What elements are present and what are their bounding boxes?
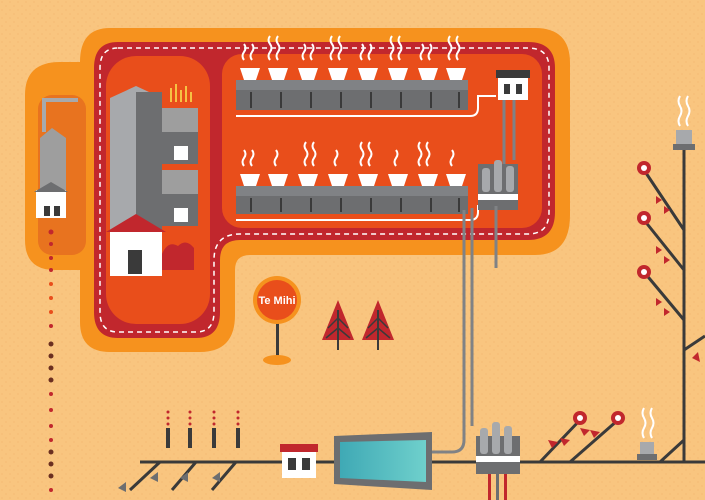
separator-station <box>478 160 518 210</box>
storage-building <box>34 98 78 218</box>
well-cluster-bottom-left <box>166 428 240 448</box>
cooling-tower-row-bottom <box>236 174 486 221</box>
pipeline <box>432 100 516 454</box>
separator-station-bottom <box>476 422 520 500</box>
steam-plume-icon <box>241 35 461 61</box>
house-icon <box>280 444 318 478</box>
steam-plume-icon <box>166 410 240 426</box>
pine-tree-icon <box>362 300 394 350</box>
cooling-tower-row-top <box>236 68 496 117</box>
geothermal-well-icon <box>573 161 651 425</box>
well-head-right-bottom <box>637 442 657 460</box>
steam-plume-icon <box>170 84 192 102</box>
arrow-markers <box>548 196 700 448</box>
power-station-icon <box>106 86 198 276</box>
arrow-markers-grey <box>118 472 220 492</box>
sign-label: Te Mihi <box>258 295 295 307</box>
location-sign-icon: Te Mihi <box>253 276 301 365</box>
pine-tree-icon <box>322 300 354 350</box>
well-head-right-top <box>673 130 695 150</box>
steam-plume-icon <box>641 407 655 439</box>
steam-plume-icon <box>677 95 691 127</box>
well-dots <box>48 229 54 492</box>
steam-plume-icon <box>241 141 455 167</box>
pond-icon <box>334 432 432 490</box>
house-icon <box>496 70 530 100</box>
